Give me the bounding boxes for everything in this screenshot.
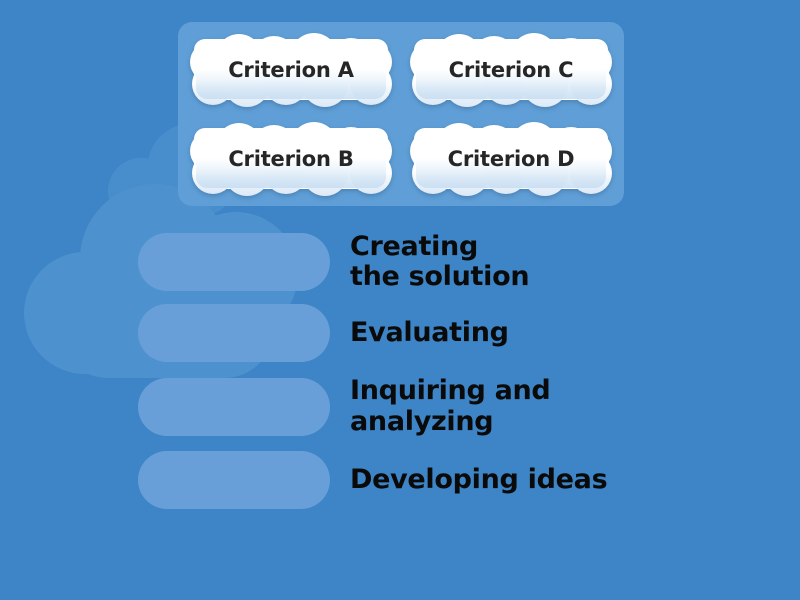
- drop-slot-developing-ideas[interactable]: [138, 450, 330, 509]
- draggable-tile-criterion-a[interactable]: Criterion A: [190, 32, 392, 107]
- drop-slot-evaluating[interactable]: [138, 304, 330, 363]
- draggable-tile-criterion-d[interactable]: Criterion D: [410, 121, 612, 196]
- answer-label: Developing ideas: [350, 463, 608, 495]
- tile-label: Criterion C: [448, 57, 574, 82]
- drop-slot-creating-the-solution[interactable]: [138, 233, 330, 292]
- answer-label: Evaluating: [350, 317, 509, 349]
- drop-slot-inquiring-and-analyzing[interactable]: [138, 377, 330, 436]
- draggable-tile-criterion-c[interactable]: Criterion C: [410, 32, 612, 107]
- draggable-tile-tray: Criterion A Criterion C: [178, 22, 624, 206]
- tile-label: Criterion B: [228, 146, 354, 171]
- tile-label: Criterion A: [228, 57, 354, 82]
- answer-row: Evaluating: [0, 304, 800, 363]
- answer-row: Developing ideas: [0, 450, 800, 509]
- tile-grid: Criterion A Criterion C: [178, 22, 624, 206]
- draggable-tile-criterion-b[interactable]: Criterion B: [190, 121, 392, 196]
- tile-label: Criterion D: [447, 146, 575, 171]
